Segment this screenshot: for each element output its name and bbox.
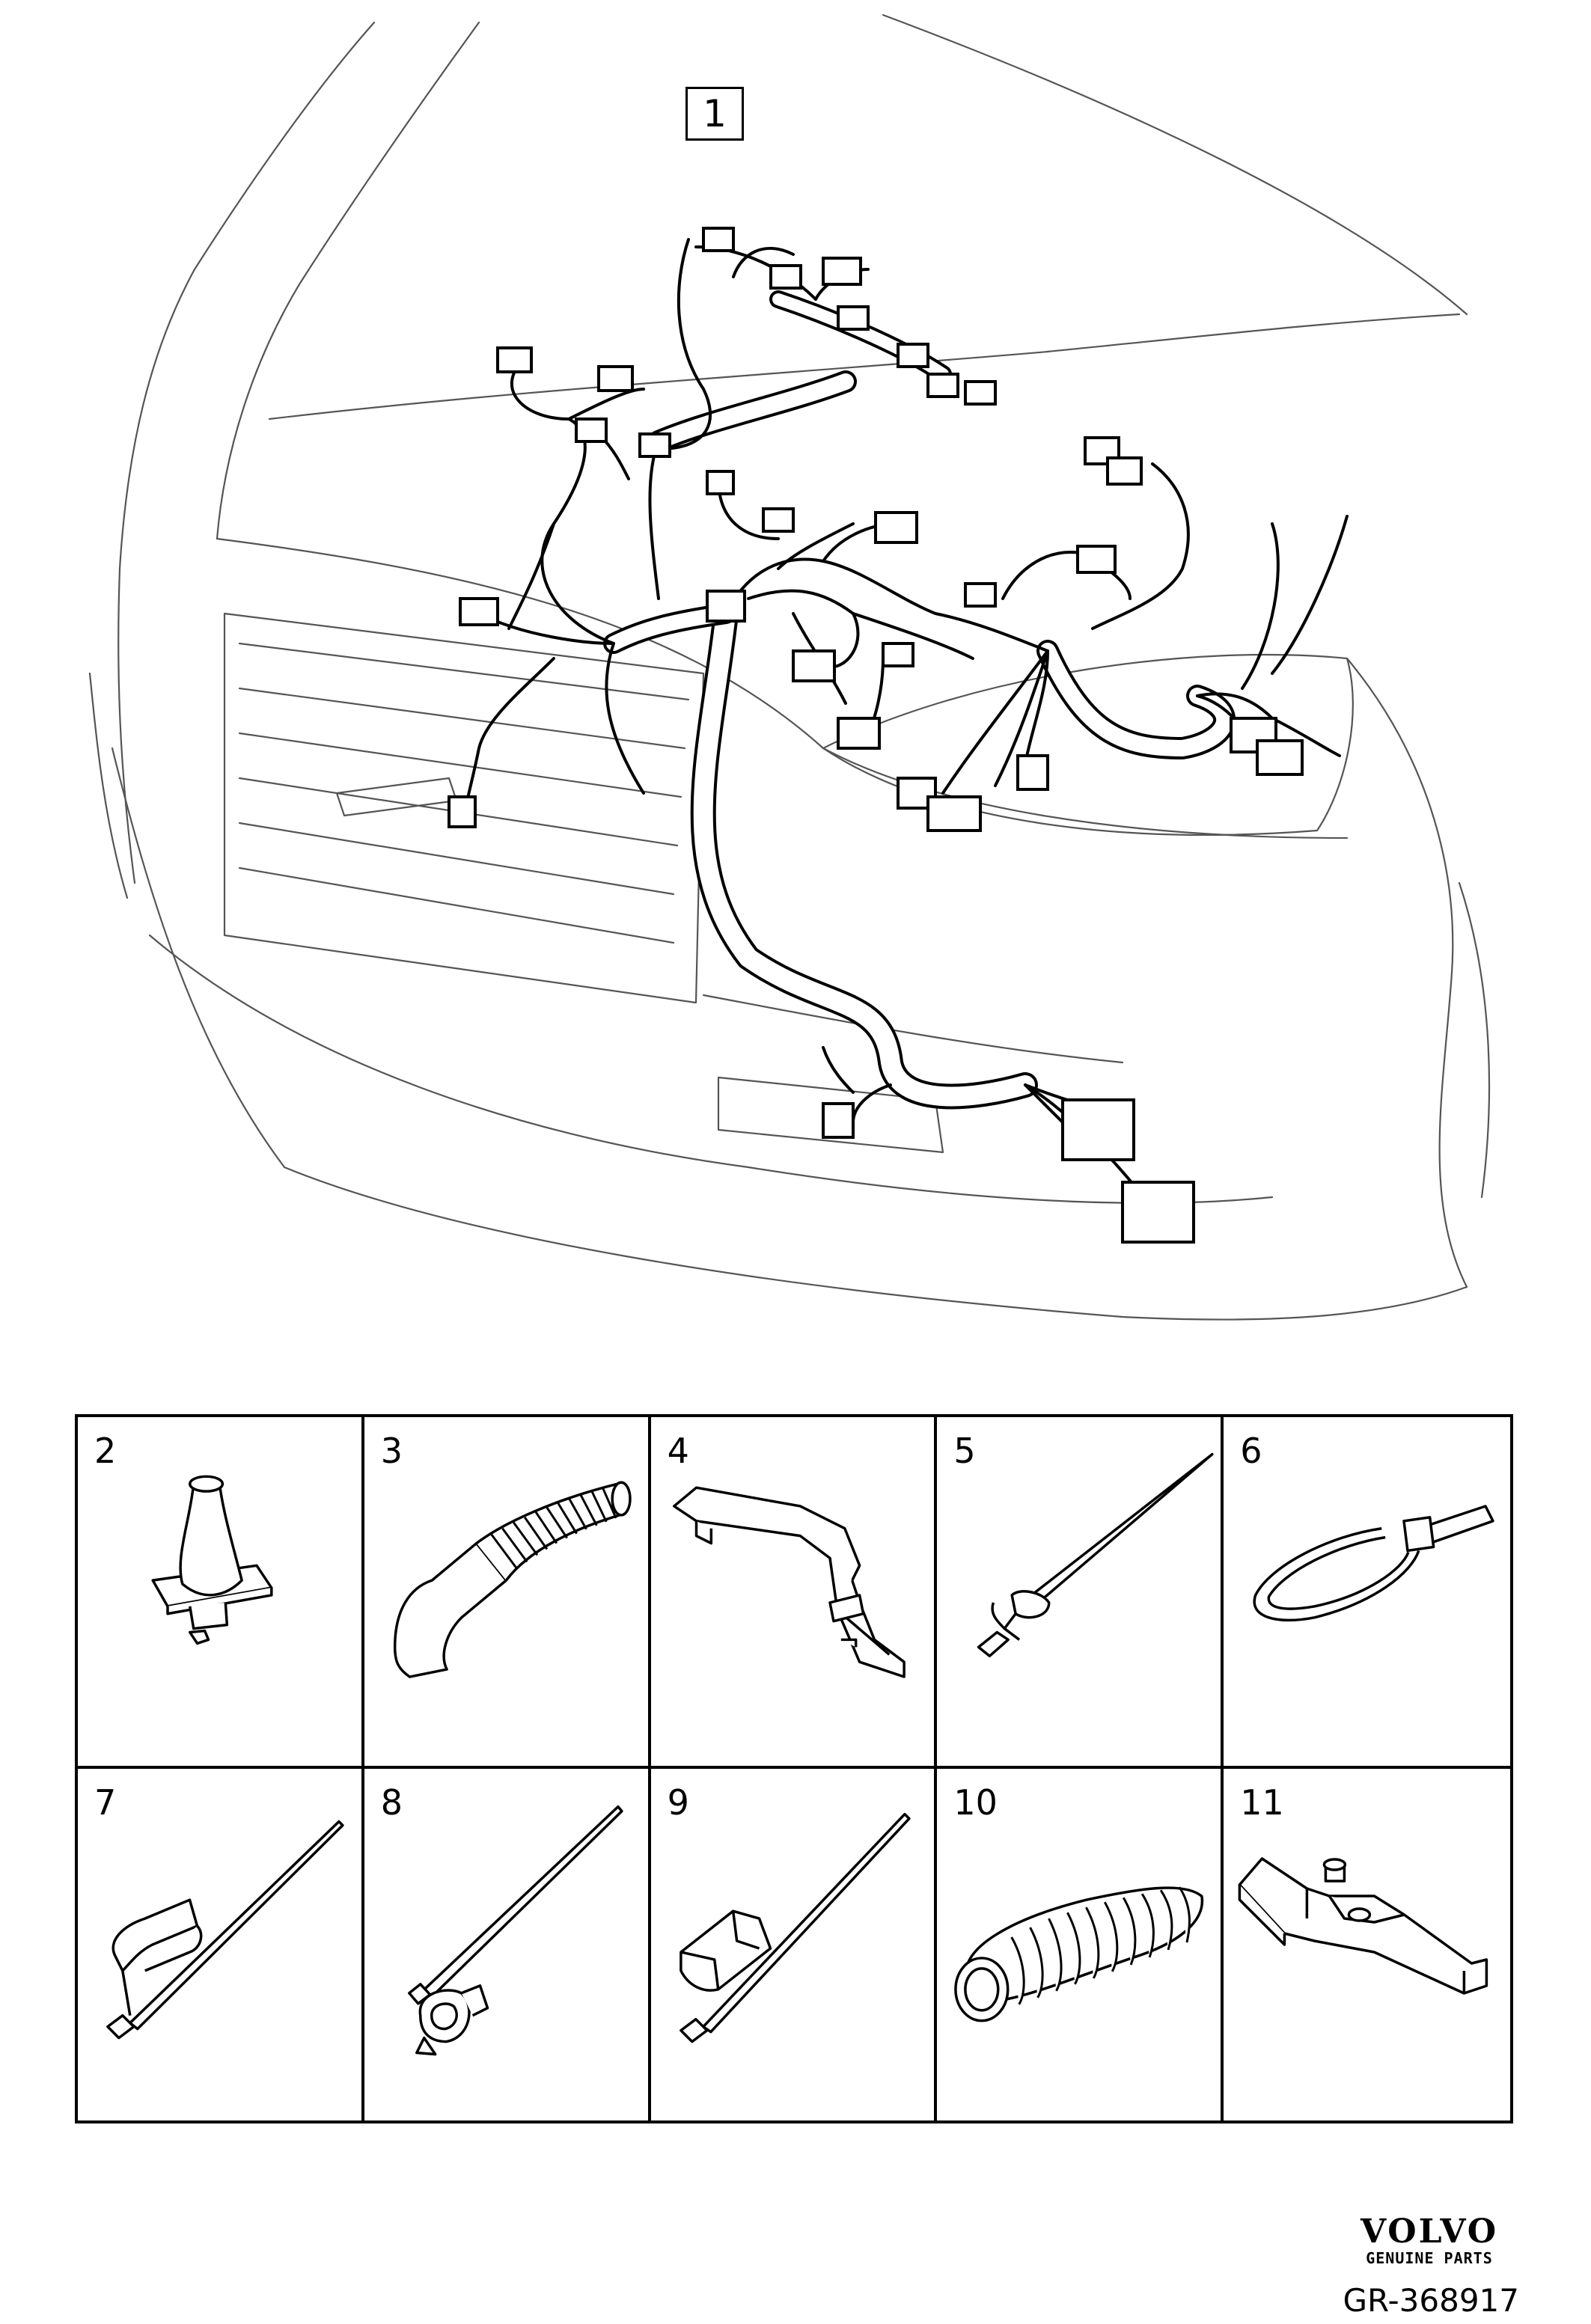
- part-number: 10: [953, 1782, 998, 1823]
- part-number: 11: [1240, 1782, 1284, 1823]
- tie-with-sleeve-icon: [106, 1820, 344, 2040]
- part-cell-6: 6: [1224, 1417, 1510, 1769]
- main-harness-callout: 1: [685, 87, 744, 141]
- tie-with-clip-icon: [407, 1805, 623, 2056]
- part-cell-8: 8: [364, 1769, 651, 2120]
- volvo-logo: VOLVO GENUINE PARTS: [1332, 2213, 1527, 2268]
- bracket-holder-icon: [1238, 1857, 1488, 1995]
- part-cell-5: 5: [937, 1417, 1224, 1769]
- corrugated-elbow-icon: [393, 1481, 632, 1678]
- part-number: 3: [380, 1431, 403, 1471]
- cable-tie-clip-icon: [977, 1452, 1214, 1657]
- harness-connectors: [448, 227, 1304, 1244]
- corrugated-tube-icon: [954, 1886, 1204, 2022]
- part-cell-11: 11: [1224, 1769, 1510, 2120]
- cable-channel-icon: [672, 1486, 906, 1678]
- figure-reference: GR-368917: [1343, 2282, 1519, 2319]
- part-number: 5: [953, 1431, 976, 1471]
- parts-grid: 2 3: [75, 1414, 1513, 2123]
- part-cell-3: 3: [364, 1417, 651, 1769]
- part-cell-7: 7: [78, 1769, 364, 2120]
- part-number: 2: [94, 1431, 117, 1471]
- strap-loop-icon: [1253, 1505, 1494, 1622]
- car-harness-illustration: [88, 13, 1491, 1321]
- car-body-outline: [88, 13, 1491, 1321]
- part-number: 9: [667, 1782, 689, 1823]
- part-cell-2: 2: [78, 1417, 364, 1769]
- wiring-harness: [462, 238, 1349, 1191]
- part-cell-4: 4: [650, 1417, 938, 1769]
- part-number: 4: [667, 1431, 689, 1471]
- brand-name: VOLVO: [1360, 2213, 1499, 2251]
- part-number: 8: [380, 1782, 403, 1823]
- brand-tagline: GENUINE PARTS: [1366, 2249, 1493, 2267]
- grommet-icon: [151, 1475, 273, 1645]
- part-number: 7: [94, 1782, 117, 1823]
- part-number: 6: [1240, 1431, 1262, 1471]
- tie-with-channel-clip-icon: [679, 1812, 911, 2043]
- part-cell-10: 10: [937, 1769, 1224, 2120]
- part-cell-9: 9: [651, 1769, 938, 2120]
